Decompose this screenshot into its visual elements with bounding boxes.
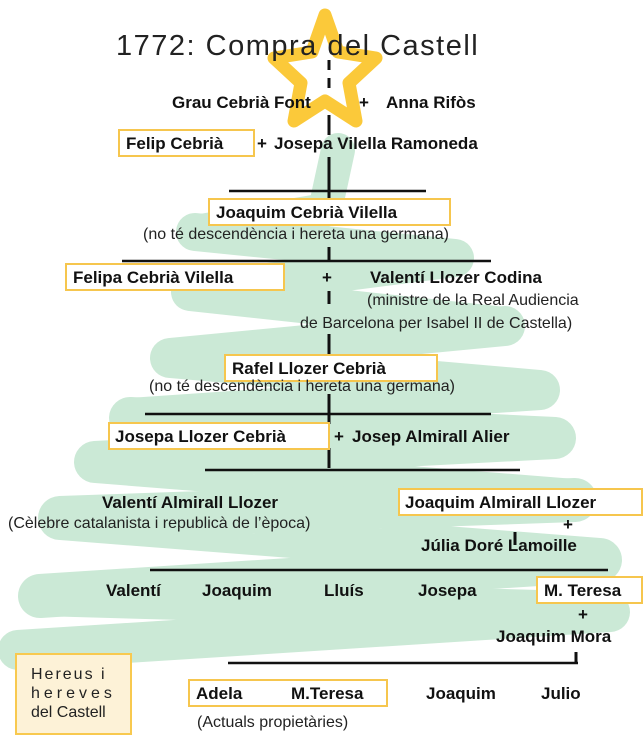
gen6-husband: Josep Almirall Alier [352, 427, 510, 446]
legend-line: Hereus i [31, 666, 107, 683]
heir-box-felip [118, 129, 255, 157]
gen9-child: M.Teresa [291, 684, 364, 703]
legend-line: del Castell [31, 704, 106, 721]
gen9-child: Joaquim [426, 684, 496, 703]
gen8-child: M. Teresa [544, 581, 622, 600]
gen4-plus: + [322, 268, 332, 287]
connector-lines [122, 60, 608, 665]
gen7-plus: + [563, 515, 573, 534]
gen4-note-line1: (ministre de la Real Audiencia [367, 292, 579, 309]
gen7-left-note: (Cèlebre catalanista i republicà de l’èp… [8, 515, 311, 532]
legend-line: hereves [31, 685, 116, 702]
gen4-wife: Felipa Cebrià Vilella [73, 268, 234, 287]
gen3-note: (no té descendència i hereta una germana… [143, 226, 449, 243]
gen7-left-name: Valentí Almirall Llozer [102, 493, 279, 512]
gen3-name: Joaquim Cebrià Vilella [216, 203, 398, 222]
gen6-wife: Josepa Llozer Cebrià [115, 427, 287, 446]
gen1-husband: Grau Cebrià Font [172, 93, 311, 112]
gen5-name: Rafel Llozer Cebrià [232, 359, 386, 378]
gen8-child: Josepa [418, 581, 477, 600]
gen7-right-name: Joaquim Almirall Llozer [405, 493, 597, 512]
legend-box: Hereus i hereves del Castell [15, 653, 132, 735]
heir-box-felipa [65, 263, 285, 291]
gen4-husband: Valentí Llozer Codina [370, 268, 542, 287]
gen2-wife: Josepa Vilella Ramoneda [274, 134, 478, 153]
gen9-note: (Actuals propietàries) [197, 714, 349, 731]
heir-box-josepa-llozer [108, 422, 330, 450]
gen5-note: (no té descendència i hereta una germana… [149, 378, 455, 395]
heir-box-joaquim-almirall [398, 488, 643, 516]
gen9-child: Julio [541, 684, 581, 703]
gen7-right-spouse: Júlia Doré Lamoille [421, 536, 577, 555]
gen4-note-line2: de Barcelona per Isabel II de Castella) [300, 315, 573, 332]
gen1-plus: + [359, 93, 369, 112]
gen2-plus: + [257, 134, 267, 153]
heir-box-rafel [224, 354, 438, 382]
gen6-plus: + [334, 427, 344, 446]
tree-title: 1772: Compra del Castell [116, 30, 480, 62]
gen8-child: Lluís [324, 581, 364, 600]
gen1-wife: Anna Rifòs [386, 93, 476, 112]
gen8-spouse: Joaquim Mora [496, 627, 612, 646]
heir-box-joaquim-cebria [208, 198, 451, 226]
gen2-husband: Felip Cebrià [126, 134, 224, 153]
heir-box-m-teresa [536, 576, 643, 604]
gen8-child: Joaquim [202, 581, 272, 600]
heir-box-adela-mteresa [188, 679, 388, 707]
gen9-child: Adela [196, 684, 243, 703]
gen8-plus: + [578, 605, 588, 624]
star-icon [267, 8, 383, 128]
gen8-child: Valentí [106, 581, 161, 600]
